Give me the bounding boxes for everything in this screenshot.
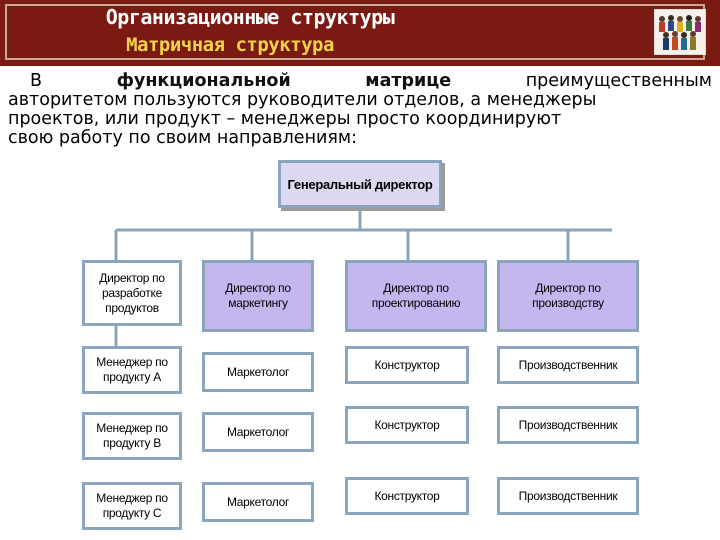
slide-subtitle: Матричная структура xyxy=(126,34,334,56)
box-label: Маркетолог xyxy=(226,494,290,509)
product-development-director-box: Директор по разработке продуктов xyxy=(82,260,182,326)
box-label: Менеджер по продукту В xyxy=(96,421,168,450)
intro-paragraph: В функциональной матрице преимущественны… xyxy=(8,72,712,148)
box-label: Директор по производству xyxy=(532,281,604,310)
paragraph-word: преимущественным xyxy=(525,71,712,91)
box-label: Менеджер по продукту С xyxy=(96,491,168,520)
people-group-icon xyxy=(654,9,706,55)
paragraph-line-3: проектов, или продукт – менеджеры просто… xyxy=(8,109,562,129)
paragraph-line-2: авторитетом пользуются руководители отде… xyxy=(8,90,597,110)
paragraph-word: В xyxy=(30,71,43,91)
box-label: Производственник xyxy=(518,417,618,432)
slide-title: Организационные структуры xyxy=(105,5,395,29)
box-label: Директор по разработке продуктов xyxy=(99,270,165,315)
general-director-box: Генеральный директор xyxy=(278,160,442,208)
production-director-box: Директор по производству xyxy=(497,260,639,332)
paragraph-line-4: свою работу по своим направлениям: xyxy=(8,128,358,148)
box-label: Директор по проектированию xyxy=(371,281,461,310)
box-label: Производственник xyxy=(518,488,618,503)
marketer-c-box: Маркетолог xyxy=(202,482,314,522)
box-label: Директор по маркетингу xyxy=(225,281,291,310)
box-label: Генеральный директор xyxy=(287,176,433,192)
marketing-director-box: Директор по маркетингу xyxy=(202,260,314,332)
box-label: Конструктор xyxy=(374,357,440,372)
paragraph-word-bold: матрице xyxy=(365,71,452,91)
marketer-a-box: Маркетолог xyxy=(202,352,314,392)
production-worker-c-box: Производственник xyxy=(497,477,639,515)
box-label: Маркетолог xyxy=(226,364,290,379)
box-label: Конструктор xyxy=(374,488,440,503)
product-manager-b-box: Менеджер по продукту В xyxy=(82,412,182,460)
box-label: Маркетолог xyxy=(226,424,290,439)
box-label: Производственник xyxy=(518,357,618,372)
marketer-b-box: Маркетолог xyxy=(202,412,314,452)
box-label: Конструктор xyxy=(374,417,440,432)
product-manager-a-box: Менеджер по продукту А xyxy=(82,346,182,394)
paragraph-word-bold: функциональной xyxy=(116,71,291,91)
designer-c-box: Конструктор xyxy=(345,477,469,515)
product-manager-c-box: Менеджер по продукту С xyxy=(82,482,182,530)
box-label: Менеджер по продукту А xyxy=(96,355,168,384)
designer-a-box: Конструктор xyxy=(345,346,469,384)
production-worker-a-box: Производственник xyxy=(497,346,639,384)
production-worker-b-box: Производственник xyxy=(497,406,639,444)
paragraph-line-1: В функциональной матрице преимущественны… xyxy=(8,72,712,91)
designer-b-box: Конструктор xyxy=(345,406,469,444)
slide-header: Организационные структуры Матричная стру… xyxy=(0,0,720,66)
design-director-box: Директор по проектированию xyxy=(345,260,487,332)
